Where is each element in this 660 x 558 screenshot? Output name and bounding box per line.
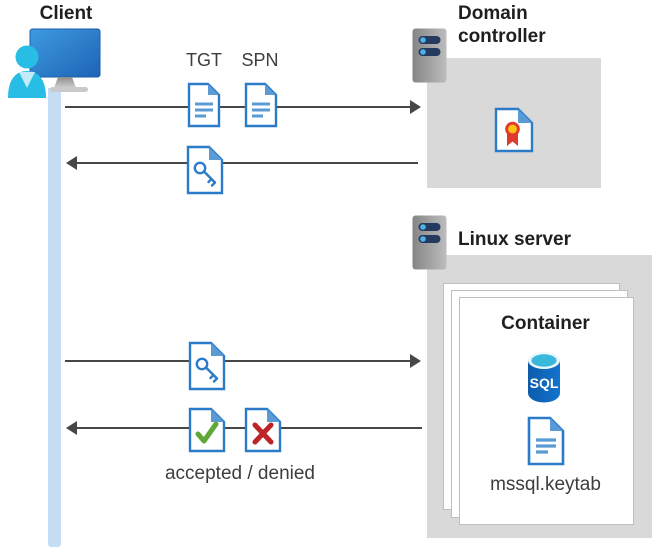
domain-controller-server-icon	[412, 28, 447, 83]
domain-controller-title-line2: controller	[458, 26, 546, 47]
send-ticket-arrow	[65, 354, 421, 368]
container-card-front	[459, 297, 634, 525]
client-lifeline	[48, 88, 61, 547]
linux-server-icon	[412, 215, 447, 270]
spn-document-icon	[244, 82, 278, 128]
client-title: Client	[39, 3, 93, 24]
tgt-label: TGT	[186, 50, 222, 70]
kerberos-ticket-key-document-icon	[186, 145, 224, 195]
return-ticket-arrow	[66, 156, 418, 170]
linux-server-title: Linux server	[458, 229, 571, 250]
domain-controller-title: Domain controller	[458, 2, 546, 48]
denied-document-icon	[244, 407, 282, 453]
client-user-workstation-icon	[8, 28, 101, 98]
certificate-document-icon	[494, 107, 534, 153]
service-ticket-key-document-icon	[188, 341, 226, 391]
domain-controller-title-line1: Domain	[458, 3, 528, 24]
accepted-document-icon	[188, 407, 226, 453]
sql-database-icon: SQL	[528, 352, 560, 403]
accepted-denied-label: accepted / denied	[164, 463, 315, 484]
keytab-label: mssql.keytab	[490, 474, 601, 495]
tgt-document-icon	[187, 82, 221, 128]
spn-label: SPN	[241, 50, 279, 70]
keytab-document-icon	[527, 416, 565, 466]
request-tgt-spn-arrow	[65, 100, 421, 114]
sql-badge-text: SQL	[530, 375, 559, 391]
container-title: Container	[501, 313, 590, 334]
